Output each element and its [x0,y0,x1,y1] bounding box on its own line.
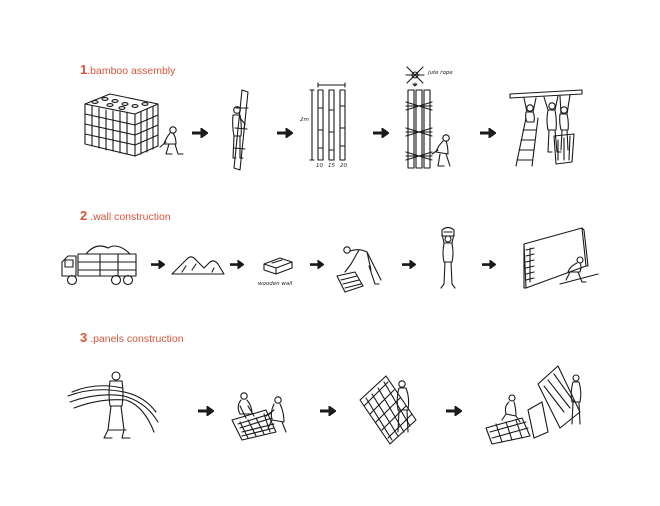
section-title-wall-construction: 2 .wall construction [80,208,171,223]
arrow-right-icon [320,406,336,416]
bamboo-stack-illustration [84,93,184,157]
arrow-right-icon [310,260,324,269]
bamboo-poles-diagram [309,82,346,161]
man-with-tilted-panel-illustration [359,375,417,445]
arrow-right-icon [482,260,496,269]
section-label: .panels construction [87,333,184,345]
section-number: 2 [80,208,88,223]
section-title-bamboo-assembly: 1.bamboo assembly [80,62,175,77]
wooden-block-illustration [263,257,293,275]
arrow-right-icon [277,128,293,138]
arrow-right-icon [480,128,496,138]
section-number: 1 [80,62,88,77]
dimension-label-3: 20 [340,163,347,169]
wooden-wall-label: wooden wall [258,281,293,287]
sand-pile-illustration [171,256,225,275]
section-number: 3 [80,330,88,345]
jute-rope-label: jute rope [428,70,453,76]
section-label: .bamboo assembly [87,65,176,77]
dump-truck-illustration [61,245,137,286]
arrow-right-icon [446,406,462,416]
dimension-label-1: 10 [316,163,323,169]
dimension-label-2: 15 [328,163,335,169]
arrow-right-icon [402,260,416,269]
arrow-right-icon [192,128,208,138]
tied-bamboo-bundle-illustration [405,89,451,169]
man-with-bamboo-illustration [232,89,249,171]
arrow-right-icon [373,128,389,138]
person-carrying-load-illustration [440,226,456,289]
panels-group-illustration [485,365,582,445]
arrow-right-icon [198,406,214,416]
dimension-label-height: 2m [300,117,309,123]
man-with-sticks-illustration [67,371,159,439]
arrow-right-icon [151,260,165,269]
brick-wall-illustration [523,227,599,289]
arrow-right-icon [230,260,244,269]
section-title-panels-construction: 3 .panels construction [80,330,184,345]
section-label: .wall construction [87,211,171,223]
jute-rope-knot-icon [405,66,425,87]
people-weaving-panel-illustration [231,392,287,441]
ladder-assembly-illustration [509,89,583,167]
person-with-pallet-illustration [336,246,382,293]
